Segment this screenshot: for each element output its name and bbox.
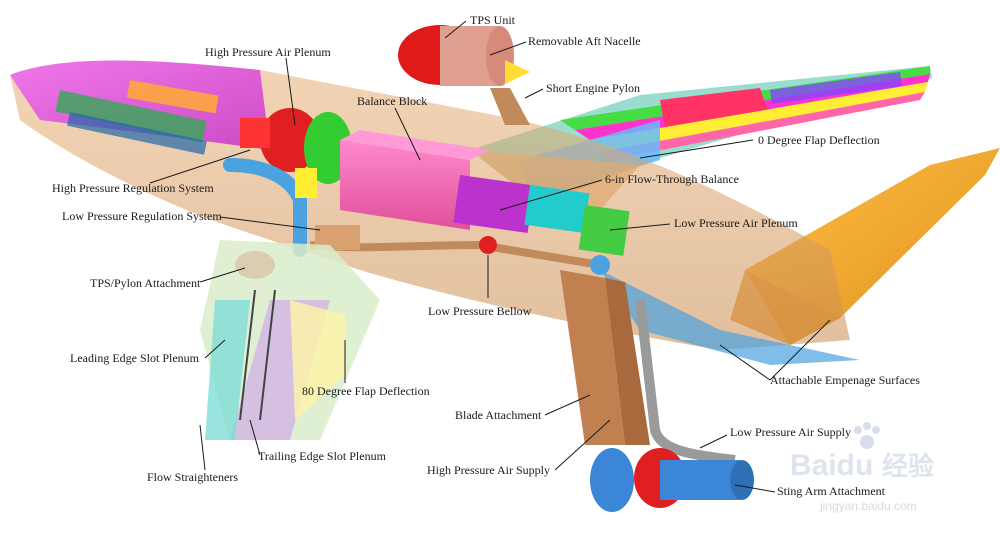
label-tps-pylon-attachment: TPS/Pylon Attachment xyxy=(90,276,201,290)
leader-lines xyxy=(149,20,831,493)
blade-sting-assembly xyxy=(560,270,754,512)
label-flow-straighteners: Flow Straighteners xyxy=(147,470,238,484)
label-short-engine-pylon: Short Engine Pylon xyxy=(546,81,640,95)
tps-nacelle xyxy=(398,25,530,125)
label-zero-degree-flap: 0 Degree Flap Deflection xyxy=(758,133,880,147)
label-low-pressure-bellow: Low Pressure Bellow xyxy=(428,304,532,318)
watermark-url: jingyan.baidu.com xyxy=(819,499,917,513)
watermark-cn: 经验 xyxy=(882,451,934,481)
label-leading-edge-slot-plenum: Leading Edge Slot Plenum xyxy=(70,351,200,365)
label-trailing-edge-slot-plenum: Trailing Edge Slot Plenum xyxy=(258,449,387,463)
label-sting-arm-attachment: Sting Arm Attachment xyxy=(777,484,886,498)
label-tps-unit: TPS Unit xyxy=(470,13,516,27)
watermark-brand: Baidu xyxy=(790,449,873,482)
label-attachable-empenage: Attachable Empenage Surfaces xyxy=(770,373,920,387)
baidu-paw-icon xyxy=(854,422,880,449)
label-balance-block: Balance Block xyxy=(357,94,427,108)
label-eighty-degree-flap: 80 Degree Flap Deflection xyxy=(302,384,430,398)
baidu-watermark: Baidu 经验 jingyan.baidu.com xyxy=(790,422,934,513)
label-low-pressure-air-supply: Low Pressure Air Supply xyxy=(730,425,851,439)
label-high-pressure-regulation: High Pressure Regulation System xyxy=(52,181,214,195)
lower-wing xyxy=(200,240,380,440)
balance-block xyxy=(340,130,630,256)
label-low-pressure-regulation: Low Pressure Regulation System xyxy=(62,209,222,223)
label-flow-through-balance: 6-in Flow-Through Balance xyxy=(605,172,739,186)
label-removable-aft-nacelle: Removable Aft Nacelle xyxy=(528,34,641,48)
label-high-pressure-air-plenum: High Pressure Air Plenum xyxy=(205,45,331,59)
label-low-pressure-air-plenum: Low Pressure Air Plenum xyxy=(674,216,798,230)
label-high-pressure-air-supply: High Pressure Air Supply xyxy=(427,463,550,477)
label-blade-attachment: Blade Attachment xyxy=(455,408,542,422)
callout-labels: TPS Unit Removable Aft Nacelle Short Eng… xyxy=(52,13,920,498)
